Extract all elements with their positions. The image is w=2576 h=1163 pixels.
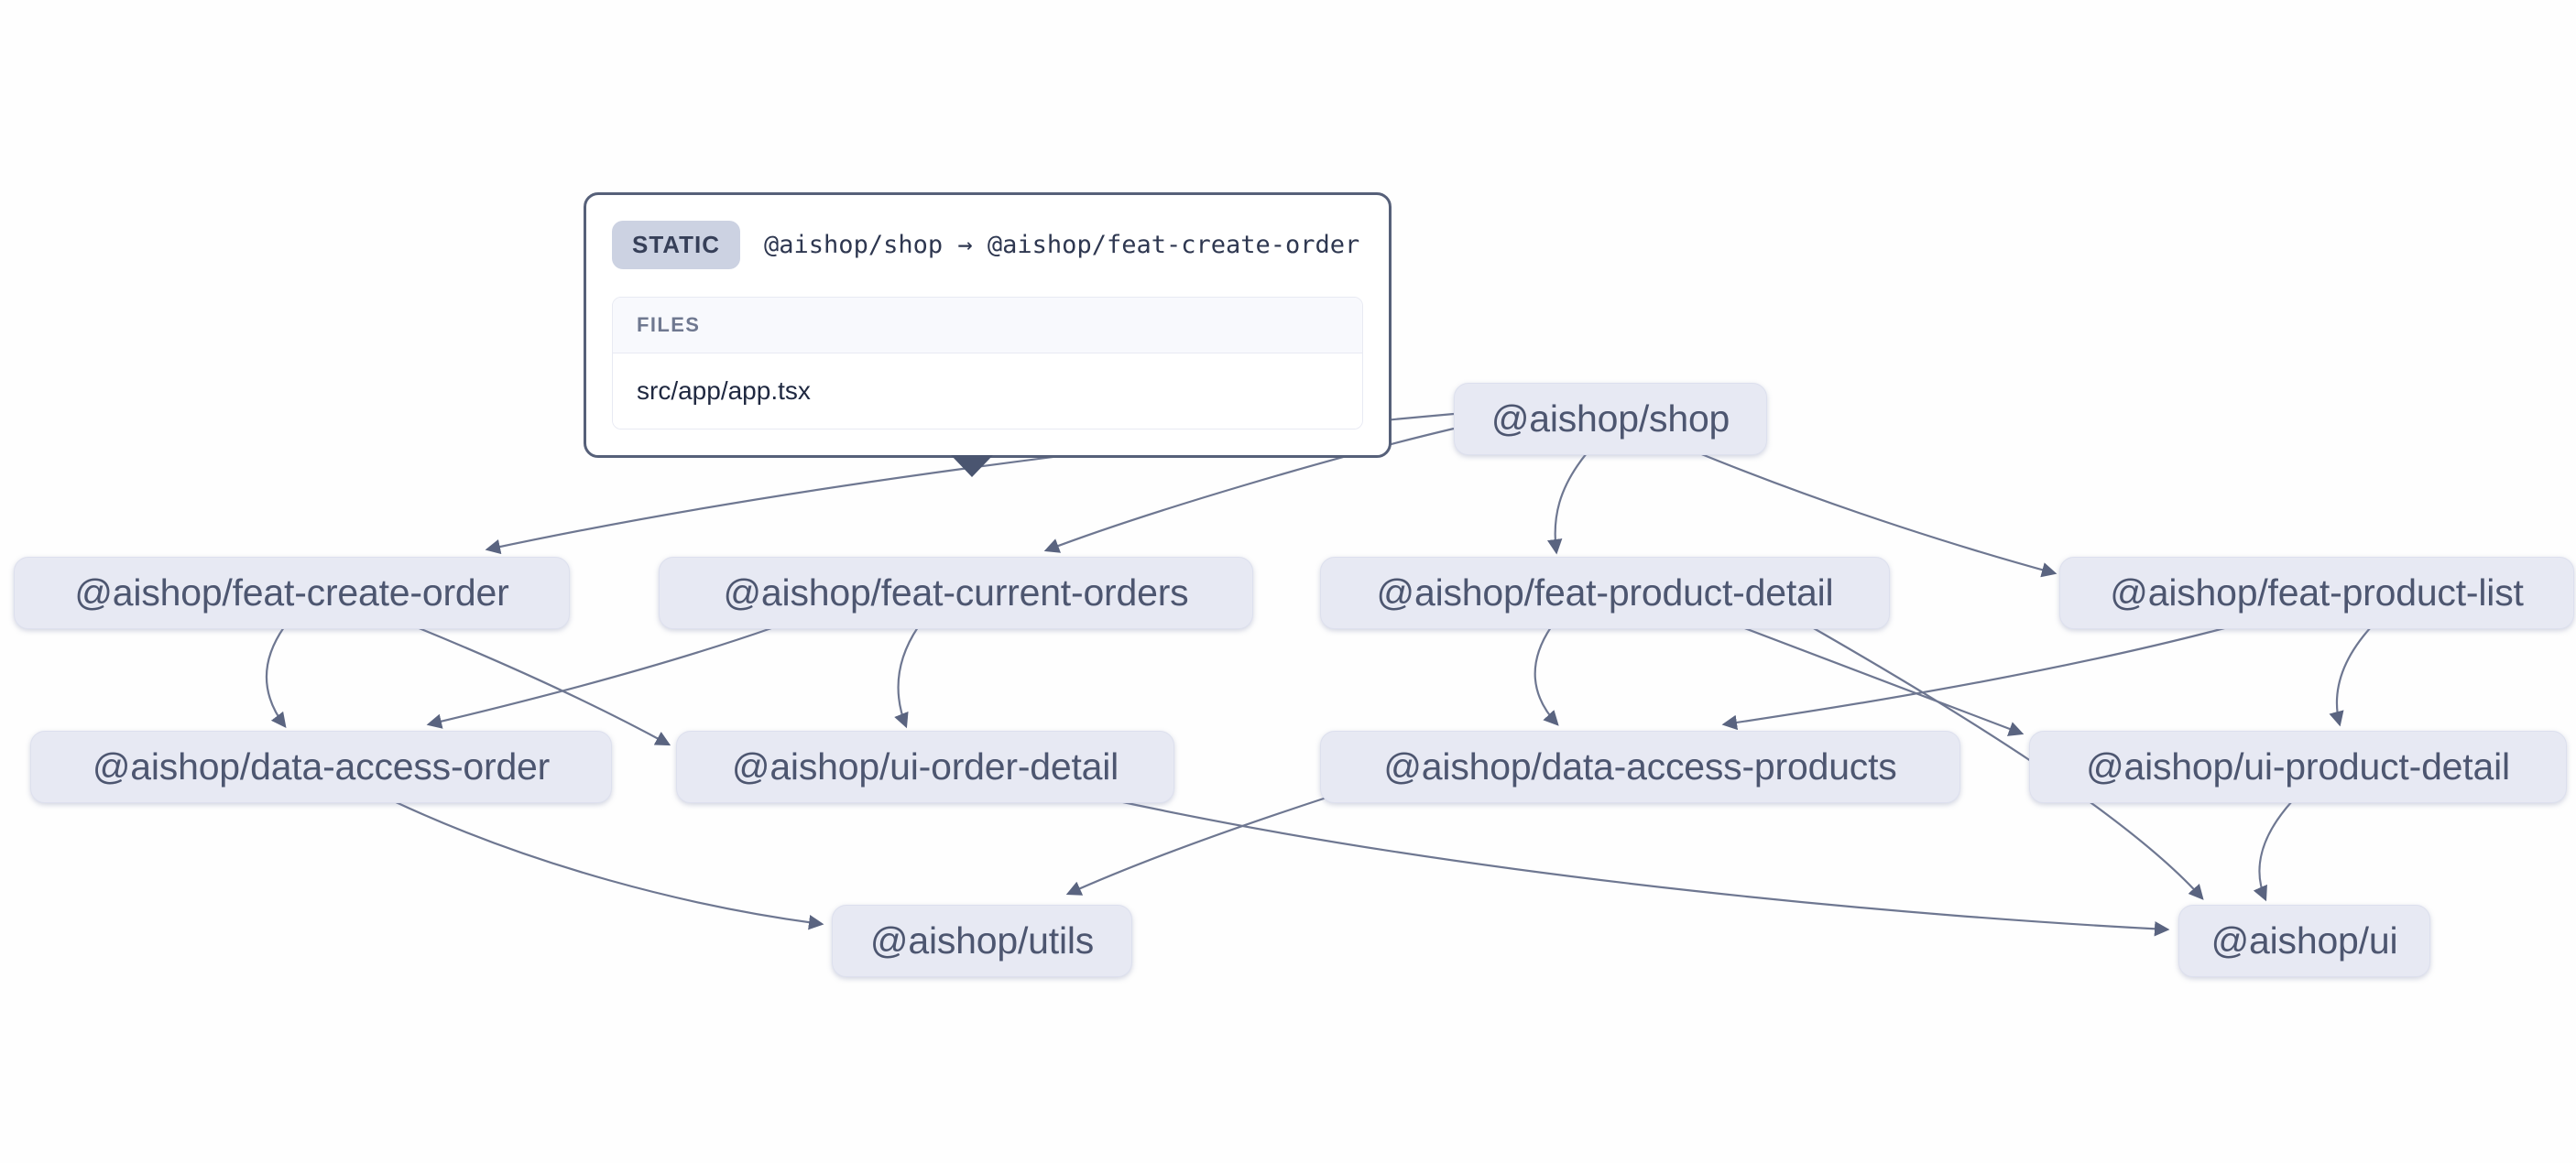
- node-utils[interactable]: @aishop/utils: [832, 905, 1132, 977]
- node-data-access-products[interactable]: @aishop/data-access-products: [1320, 731, 1960, 803]
- tooltip-header: STATIC @aishop/shop → @aishop/feat-creat…: [612, 221, 1363, 269]
- edge-feat-product-detail-data-access-products[interactable]: [1534, 626, 1559, 726]
- files-panel: FILES src/app/app.tsx: [612, 297, 1363, 429]
- arrow-right-icon: →: [957, 231, 973, 259]
- node-ui[interactable]: @aishop/ui: [2178, 905, 2430, 977]
- edge-tooltip: STATIC @aishop/shop → @aishop/feat-creat…: [584, 192, 1392, 477]
- node-data-access-order[interactable]: @aishop/data-access-order: [30, 731, 612, 803]
- node-feat-product-list[interactable]: @aishop/feat-product-list: [2059, 557, 2574, 629]
- edge-feat-create-order-ui-order-detail[interactable]: [416, 625, 671, 746]
- node-ui-order-detail[interactable]: @aishop/ui-order-detail: [676, 731, 1174, 803]
- edge-feat-product-list-data-access-products[interactable]: [1721, 625, 2229, 731]
- dependency-source: @aishop/shop: [764, 231, 944, 259]
- edge-feat-product-detail-ui-product-detail[interactable]: [1741, 625, 2025, 736]
- edge-ui-product-detail-ui[interactable]: [2253, 800, 2293, 902]
- node-feat-create-order[interactable]: @aishop/feat-create-order: [14, 557, 570, 629]
- dependency-type-badge: STATIC: [612, 221, 741, 269]
- edge-feat-create-order-data-access-order[interactable]: [265, 626, 287, 728]
- edge-feat-current-orders-data-access-order[interactable]: [426, 625, 775, 729]
- tooltip-caret-icon: [951, 455, 993, 477]
- file-path: src/app/app.tsx: [613, 353, 1362, 429]
- edge-data-access-products-utils[interactable]: [1065, 796, 1327, 896]
- node-feat-product-detail[interactable]: @aishop/feat-product-detail: [1320, 557, 1890, 629]
- node-ui-product-detail[interactable]: @aishop/ui-product-detail: [2029, 731, 2567, 803]
- node-shop[interactable]: @aishop/shop: [1454, 383, 1767, 455]
- node-feat-current-orders[interactable]: @aishop/feat-current-orders: [659, 557, 1253, 629]
- edge-shop-feat-product-list[interactable]: [1698, 451, 2058, 578]
- edge-feat-current-orders-ui-order-detail[interactable]: [894, 626, 919, 729]
- files-panel-label: FILES: [613, 298, 1362, 353]
- dependency-target: @aishop/feat-create-order: [987, 231, 1360, 259]
- edge-shop-feat-product-detail[interactable]: [1546, 452, 1588, 555]
- edge-data-access-order-utils[interactable]: [393, 800, 824, 930]
- edge-ui-order-detail-ui[interactable]: [1109, 798, 2170, 937]
- dependency-path: @aishop/shop → @aishop/feat-create-order: [764, 231, 1359, 259]
- edge-shop-feat-current-orders[interactable]: [1043, 427, 1455, 553]
- edge-feat-product-list-ui-product-detail[interactable]: [2329, 626, 2372, 727]
